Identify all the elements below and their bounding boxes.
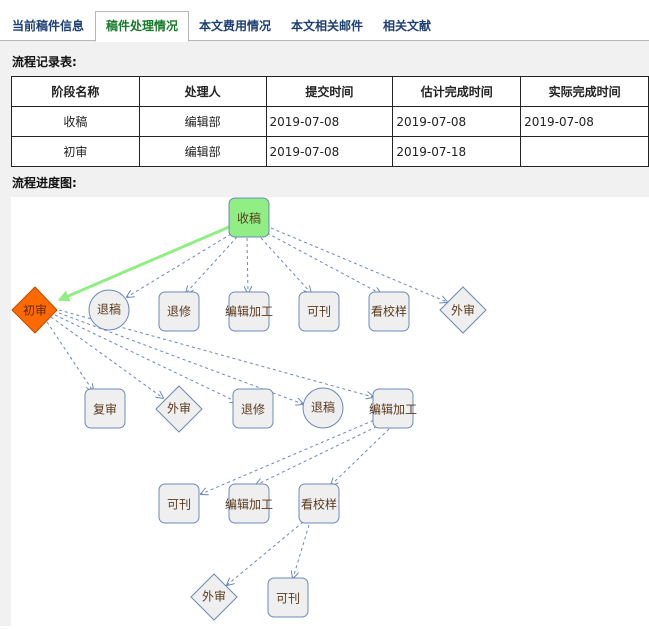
flow-node-publishable[interactable]	[298, 291, 340, 332]
tab-divider	[0, 40, 649, 41]
tab-current-manuscript-info[interactable]: 当前稿件信息	[12, 19, 85, 33]
cell-estimated: 2019-07-18	[392, 136, 522, 167]
flow-node-initial-review[interactable]	[11, 286, 58, 334]
flow-label: 编辑加工	[369, 402, 417, 417]
col-submit-time: 提交时间	[265, 76, 394, 107]
cell-actual: 2019-07-08	[520, 106, 649, 137]
flow-node-proof[interactable]	[368, 291, 410, 332]
flow-label: 退修	[167, 304, 191, 319]
edge	[186, 236, 238, 293]
tab-fees[interactable]: 本文费用情况	[199, 19, 272, 33]
edge	[293, 524, 310, 578]
edge	[58, 225, 230, 302]
cell-handler: 编辑部	[138, 136, 267, 167]
cell-submit: 2019-07-08	[265, 106, 394, 137]
flow-label: 可刊	[167, 498, 191, 512]
table-row: 收稿 编辑部 2019-07-08 2019-07-08 2019-07-08	[11, 106, 649, 137]
table-row: 初审 编辑部 2019-07-08 2019-07-18	[11, 136, 649, 167]
flow-diagram: 收稿 初审 退稿 退修 编辑加工 可刊 看校样 外审 复审 外审 退修 退稿 编…	[11, 197, 487, 621]
flow-label: 外审	[202, 589, 226, 604]
col-handler: 处理人	[138, 76, 267, 107]
flow-node-return-2[interactable]	[302, 387, 344, 429]
flow-label: 看校样	[301, 497, 337, 512]
flow-node-external-review[interactable]	[439, 286, 487, 334]
flow-node-edit-2[interactable]	[372, 388, 414, 429]
flow-node-revise[interactable]	[158, 291, 200, 332]
records-table: 阶段名称 处理人 提交时间 估计完成时间 实际完成时间 收稿 编辑部 2019-…	[11, 76, 649, 167]
tab-related-emails[interactable]: 本文相关邮件	[291, 19, 364, 33]
edge	[50, 316, 163, 398]
cell-handler: 编辑部	[138, 106, 267, 137]
edge	[256, 423, 383, 485]
cell-stage: 初审	[11, 136, 140, 167]
tab-manuscript-processing[interactable]: 稿件处理情况	[95, 11, 190, 42]
edge	[266, 232, 381, 294]
col-actual-time: 实际完成时间	[520, 76, 649, 107]
flow-node-external-review-2[interactable]	[155, 385, 203, 433]
flow-node-receive[interactable]	[228, 197, 270, 238]
flow-label: 可刊	[307, 305, 331, 319]
flow-label: 编辑加工	[225, 304, 273, 319]
flow-node-rereview[interactable]	[84, 388, 126, 429]
flow-chart-area: 收稿 初审 退稿 退修 编辑加工 可刊 看校样 外审 复审 外审 退修 退稿 编…	[11, 197, 649, 626]
flow-node-publishable-3[interactable]	[158, 483, 200, 524]
edge	[201, 417, 380, 494]
flow-title: 流程进度图:	[12, 176, 77, 190]
flow-label: 初审	[23, 303, 47, 318]
edge	[270, 227, 447, 302]
flow-label: 外审	[167, 401, 191, 416]
col-stage-name: 阶段名称	[11, 76, 140, 107]
cell-actual	[520, 136, 649, 167]
cell-estimated: 2019-07-08	[392, 106, 522, 137]
table-header-row: 阶段名称 处理人 提交时间 估计完成时间 实际完成时间	[11, 76, 649, 107]
flow-label: 退稿	[311, 400, 335, 415]
records-title: 流程记录表:	[12, 55, 77, 69]
flow-node-proof-3[interactable]	[298, 483, 340, 524]
flow-node-external-review-4[interactable]	[190, 573, 238, 621]
flow-label: 编辑加工	[225, 497, 273, 512]
edge	[227, 521, 304, 585]
flow-label: 外审	[451, 303, 475, 318]
edge	[127, 233, 232, 297]
flow-label: 看校样	[371, 304, 407, 319]
flow-label: 复审	[93, 402, 117, 417]
edge	[331, 428, 390, 485]
edge	[247, 237, 248, 293]
flow-label: 收稿	[237, 211, 261, 226]
flow-node-publishable-4[interactable]	[267, 577, 309, 618]
flow-label: 退修	[241, 402, 265, 417]
tab-related-literature[interactable]: 相关文献	[383, 19, 432, 33]
edge	[260, 237, 311, 293]
col-estimated-time: 估计完成时间	[392, 76, 522, 107]
flow-node-revise-2[interactable]	[232, 388, 274, 429]
flow-label: 退稿	[97, 302, 121, 317]
cell-stage: 收稿	[11, 106, 140, 137]
cell-submit: 2019-07-08	[265, 136, 394, 167]
edge	[46, 321, 93, 391]
flow-node-edit-3[interactable]	[228, 483, 270, 524]
flow-node-edit[interactable]	[228, 291, 270, 332]
flow-label: 可刊	[276, 592, 300, 606]
flow-node-return[interactable]	[88, 289, 130, 331]
tab-bar: 当前稿件信息 稿件处理情况 本文费用情况 本文相关邮件 相关文献	[0, 0, 649, 42]
edge	[54, 314, 237, 402]
